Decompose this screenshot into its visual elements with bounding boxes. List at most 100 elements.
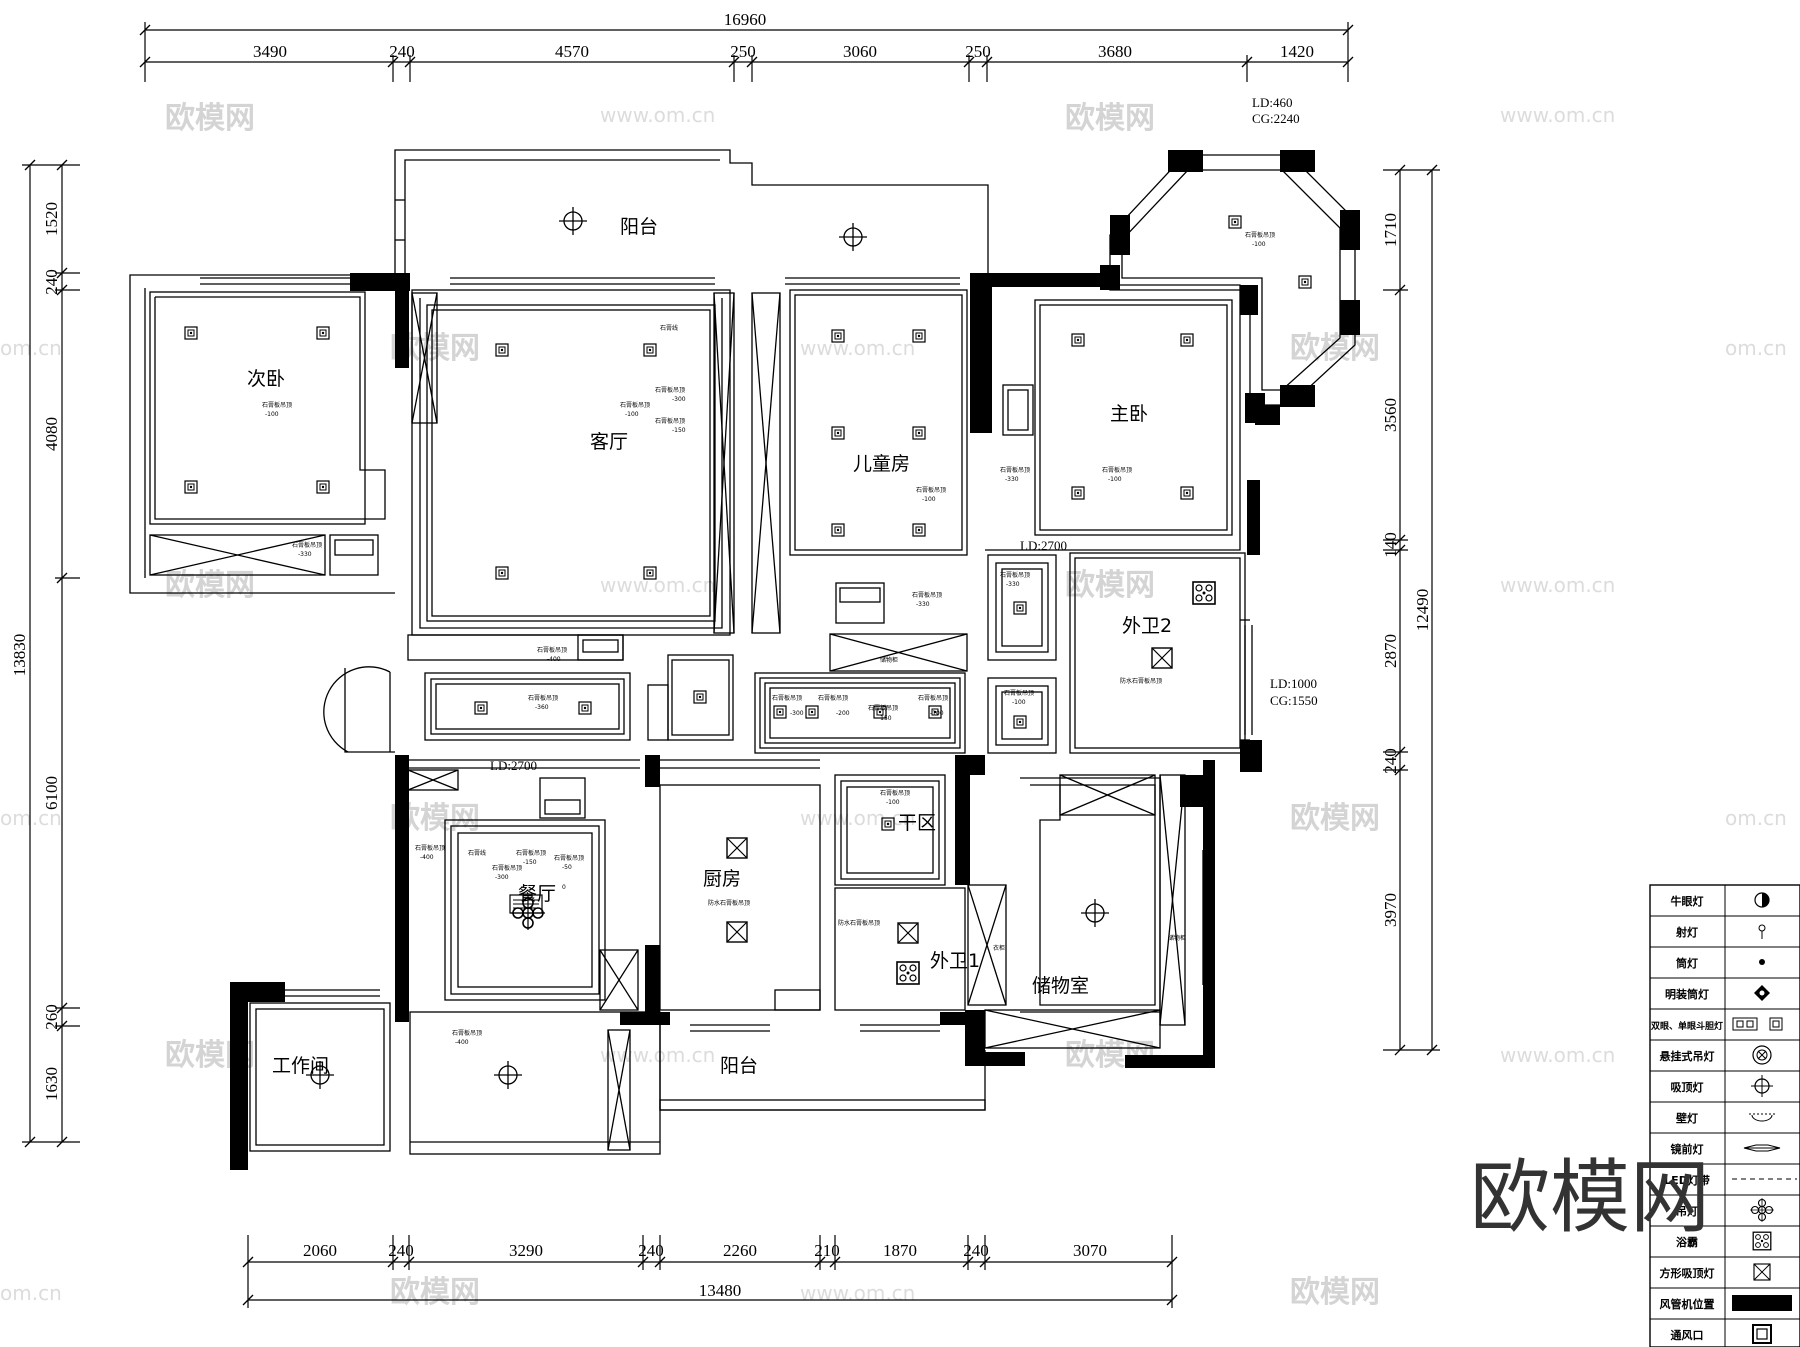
legend: 牛眼灯 射灯 筒灯 明装筒灯 双眼、单眼斗胆灯 悬挂式吊灯 吸顶灯 壁灯 镜前灯… (1649, 884, 1800, 1347)
ceiling-note: -100 (930, 710, 944, 717)
ceiling-note: 石膏板吊顶 (880, 789, 910, 797)
watermark-site: www.om.cn (800, 336, 915, 360)
dimension-label: 1710 (1381, 213, 1400, 247)
ceiling-note: -330 (1006, 581, 1020, 588)
ceiling-note: -100 (1108, 476, 1122, 483)
room-label-balcony-bottom: 阳台 (720, 1055, 758, 1077)
room-label-storage: 储物室 (1032, 975, 1089, 997)
legend-label: 浴霸 (1676, 1235, 1698, 1249)
dimension-label: 250 (965, 42, 991, 61)
room-label-dining: 餐厅 (518, 883, 556, 905)
watermark-brand: 欧模网 (390, 1275, 480, 1310)
watermark-site: www.om.cn (800, 806, 915, 830)
ceiling-note: -360 (535, 704, 549, 711)
ceiling-note: 石膏板吊顶 (655, 386, 685, 394)
legend-label: 风管机位置 (1660, 1297, 1715, 1311)
ceiling-note: 石膏板吊顶 (492, 864, 522, 872)
ceiling-note: 石膏板吊顶 (415, 844, 445, 852)
legend-label: 通风口 (1671, 1328, 1704, 1342)
light-fixtures (184, 206, 1312, 1090)
watermark-brand: 欧模网 (165, 568, 255, 603)
tag-cg: CG:1550 (1270, 693, 1318, 708)
ceiling-note: 石膏板吊顶 (516, 849, 546, 857)
pendant-icon (1752, 1045, 1772, 1065)
walls (129, 149, 1356, 1155)
ceiling-note: -200 (836, 710, 850, 717)
room-label-second-bedroom: 次卧 (247, 368, 285, 390)
ceiling-note: 石膏板吊顶 (528, 694, 558, 702)
legend-label: 筒灯 (1676, 956, 1698, 970)
ceiling-note: 防水石膏板吊顶 (708, 899, 750, 907)
ceiling-note: 衣柜 (993, 944, 1005, 952)
level-tags: LD:460 CG:2240 LD:2700 LD:2700 LD:1000 C… (490, 95, 1318, 773)
ceiling-note: 石膏线 (660, 324, 678, 332)
ceiling-note: -100 (625, 411, 639, 418)
watermark-brand: 欧模网 (1290, 801, 1380, 836)
dimension-label: 3070 (1073, 1241, 1107, 1260)
room-label-balcony-top: 阳台 (620, 216, 658, 238)
watermark-site: om.cn (0, 806, 62, 830)
dimension-label: 3680 (1098, 42, 1132, 61)
dimension-label: 3560 (1381, 398, 1400, 432)
legend-label: 射灯 (1675, 925, 1698, 939)
bottom-dimensions (242, 1235, 1178, 1308)
dimension-label: 1520 (42, 202, 61, 236)
right-segment-labels: 1710 3560 140 2870 240 3970 (1381, 213, 1400, 927)
ceiling-note: -400 (547, 656, 561, 663)
watermark-site: om.cn (1725, 806, 1787, 830)
dimension-label: 4570 (555, 42, 589, 61)
room-label-bath-2: 外卫2 (1122, 615, 1172, 637)
ceiling-note: 储物柜 (1168, 934, 1186, 942)
ceiling-note: 石膏板吊顶 (818, 694, 848, 702)
ceiling-note: -100 (886, 799, 900, 806)
watermark-site: www.om.cn (1500, 573, 1615, 597)
ceiling-note: 储物柜 (880, 656, 898, 664)
ceiling-note: -100 (1012, 699, 1026, 706)
structural-columns (230, 150, 1360, 1170)
top-segment-labels: 3490 240 4570 250 3060 250 3680 1420 (253, 42, 1314, 61)
dimension-label: 240 (1381, 748, 1400, 774)
legend-label: 悬挂式吊灯 (1659, 1049, 1715, 1063)
tag-ld: LD:2700 (490, 758, 537, 773)
ceiling-note: 石膏板吊顶 (1000, 466, 1030, 474)
ceiling-note: -100 (265, 411, 279, 418)
duct-unit-icon (1732, 1295, 1792, 1311)
ceiling-note: 石膏板吊顶 (772, 694, 802, 702)
tag-ld: LD:1000 (1270, 676, 1317, 691)
watermark-site: om.cn (0, 336, 62, 360)
ceiling-note: 石膏板吊顶 (262, 401, 292, 409)
dimension-label: 240 (42, 269, 61, 295)
dimension-label: 3970 (1381, 893, 1400, 927)
ceiling-note: 石膏板吊顶 (868, 704, 898, 712)
ceiling-note: -300 (495, 874, 509, 881)
ceiling-note: -50 (562, 864, 572, 871)
watermark-site: www.om.cn (600, 103, 715, 127)
watermark-site: www.om.cn (1500, 103, 1615, 127)
room-label-bath-1: 外卫1 (930, 950, 980, 972)
ceiling-note: 石膏板吊顶 (655, 417, 685, 425)
dimension-label: 4080 (42, 417, 61, 451)
ceiling-note: 石膏线 (468, 849, 486, 857)
ceiling-note: 石膏板吊顶 (620, 401, 650, 409)
watermark-site: www.om.cn (600, 573, 715, 597)
ceiling-note: 石膏板吊顶 (554, 854, 584, 862)
ceiling-notes: 石膏板吊顶 -100 石膏板吊顶 -330 石膏线 石膏板吊顶 -300 石膏板… (262, 231, 1275, 1046)
watermark-brand: 欧模网 (165, 101, 255, 136)
ceiling-note: 石膏板吊顶 (1102, 466, 1132, 474)
dimension-label: 3490 (253, 42, 287, 61)
dimension-label: 2060 (303, 1241, 337, 1260)
ceiling-note: -330 (1005, 476, 1019, 483)
dimension-label: 3060 (843, 42, 877, 61)
mirror-light-icon (1743, 1144, 1781, 1152)
dimension-label: 240 (388, 1241, 414, 1260)
tag-ld: LD:2700 (1020, 538, 1067, 553)
legend-label: 壁灯 (1676, 1111, 1698, 1125)
legend-label: 牛眼灯 (1671, 894, 1704, 908)
right-total-dimension: 12490 (1413, 589, 1432, 632)
ceiling-note: -300 (672, 396, 686, 403)
room-label-study: 工作间 (272, 1055, 329, 1077)
dimension-label: 240 (389, 42, 415, 61)
ceiling-note: -150 (523, 859, 537, 866)
ceiling-note: -150 (878, 715, 892, 722)
